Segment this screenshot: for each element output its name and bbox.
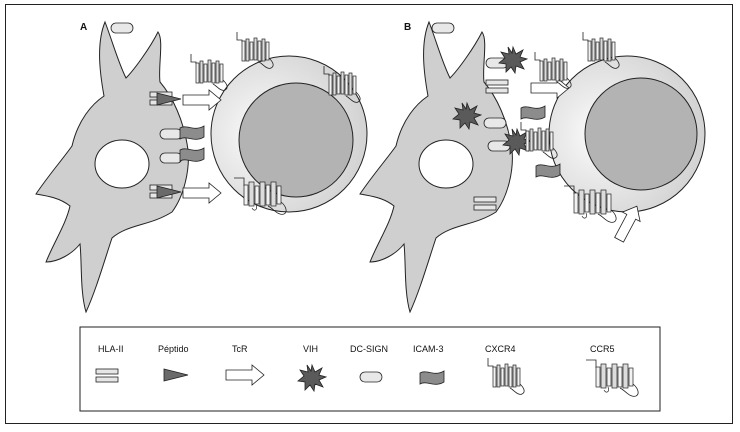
legend: HLA-II Péptido TcR VIH DC-SIGN ICAM-3 CX…	[79, 326, 661, 412]
dc-sign-icon	[110, 22, 134, 34]
dc-sign-icon	[359, 371, 383, 383]
panel-b-label: B	[404, 22, 411, 33]
legend-label-hla-ii: HLA-II	[98, 344, 124, 354]
tcr-icon	[182, 182, 222, 204]
panel-b: B	[359, 21, 706, 313]
legend-label-hiv: VIH	[303, 344, 318, 354]
legend-label-tcr: TcR	[232, 344, 248, 354]
hla-ii-icon	[485, 79, 509, 94]
legend-label-icam-3: ICAM-3	[413, 344, 444, 354]
panel-a: A	[35, 21, 368, 313]
legend-label-peptide: Péptido	[158, 344, 189, 354]
legend-box	[79, 326, 661, 412]
panel-a-label: A	[80, 22, 87, 33]
dendritic-cell-nucleus	[94, 139, 150, 189]
legend-label-dc-sign: DC-SIGN	[350, 344, 388, 354]
icam-3-icon	[179, 147, 205, 162]
t-cell-nucleus	[584, 77, 698, 191]
dc-sign-icon	[159, 152, 183, 164]
dc-sign-icon	[431, 22, 455, 34]
t-cell-nucleus	[238, 82, 354, 198]
dc-sign-icon	[159, 128, 183, 140]
legend-label-ccr5: CCR5	[590, 344, 615, 354]
icam-3-icon	[179, 125, 205, 140]
dendritic-cell-nucleus	[418, 139, 474, 189]
icam-3-icon	[535, 163, 561, 178]
legend-label-cxcr4: CXCR4	[485, 344, 516, 354]
icam-3-icon	[419, 370, 445, 385]
hiv-icon	[498, 46, 528, 74]
icam-3-icon	[520, 105, 546, 120]
dc-sign-icon	[483, 117, 507, 129]
cxcr4-icon	[190, 53, 228, 91]
figure-frame	[5, 4, 733, 424]
